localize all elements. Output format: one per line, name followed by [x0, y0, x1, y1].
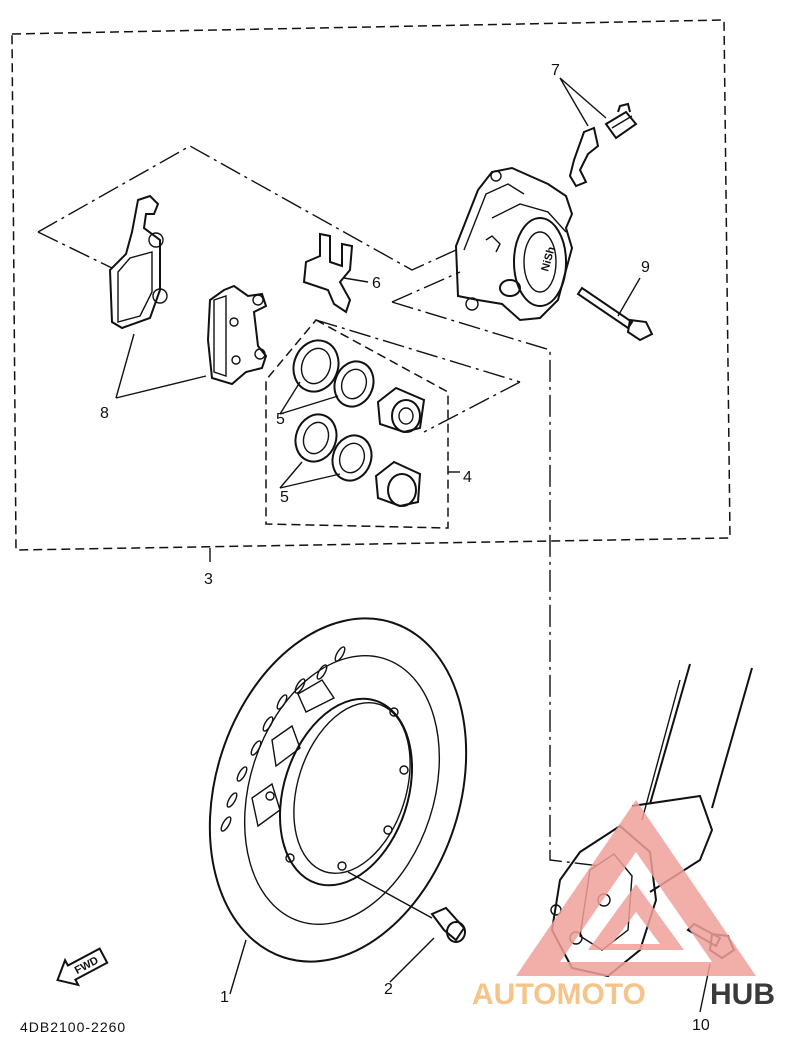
caliper-body: [454, 166, 574, 322]
callout-seal-lower: 5: [280, 489, 289, 506]
brake-pad-left: [108, 194, 168, 330]
watermark-brand-part1: AUTOMOTO: [472, 978, 646, 1011]
pad-support-clip: [302, 232, 354, 314]
brake-disc: [208, 617, 468, 963]
callout-pad-kit: 8: [100, 405, 109, 422]
callout-caliper-bolt: 10: [692, 1017, 710, 1034]
callout-leaders: [115, 77, 711, 1013]
watermark-brand-part2: HUB: [710, 978, 775, 1011]
callout-caliper-assy: 3: [204, 571, 213, 588]
callout-disc: 1: [220, 989, 229, 1006]
callout-pad-pin: 9: [641, 259, 650, 276]
assembly-leader-lines: [37, 145, 601, 867]
watermark-triangle-inner: [588, 884, 684, 950]
callout-seal-kit: 4: [463, 469, 472, 486]
watermark-triangle-outer: [516, 800, 756, 976]
pad-pin: [576, 286, 654, 342]
pistons: [374, 386, 426, 508]
brake-pad-right: [206, 284, 268, 386]
forward-arrow: FWD: [56, 947, 109, 987]
callout-bolt: 2: [384, 981, 393, 998]
watermark-logo: [516, 800, 756, 976]
callout-bleed-screw: 7: [551, 62, 560, 79]
caliper-assembly-boundary: [11, 19, 731, 551]
callout-pad-support: 6: [372, 275, 381, 292]
disc-bolt: [347, 871, 466, 943]
bleed-screw: [568, 102, 638, 188]
piston-seals: [292, 339, 375, 482]
drawing-code: 4DB2100-2260: [20, 1019, 126, 1035]
callout-seal-upper: 5: [276, 411, 285, 428]
